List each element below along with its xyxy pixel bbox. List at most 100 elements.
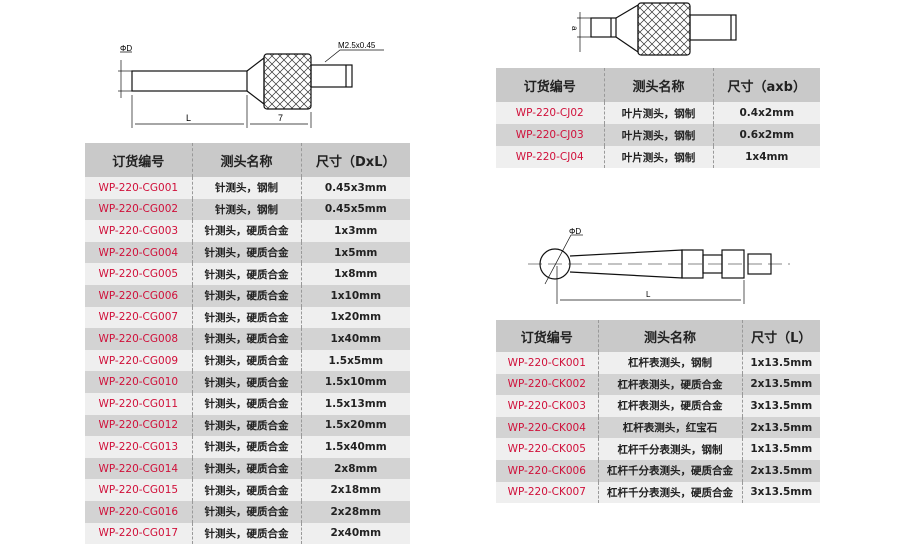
probe-name-cell: 针测头，硬质合金: [191, 306, 301, 329]
size-cell: 1x20mm: [300, 306, 410, 329]
size-cell: 1.5x13mm: [300, 392, 410, 415]
size-cell: 0.45x3mm: [300, 177, 410, 199]
probe-name-cell: 杠杆表测头，硬质合金: [597, 395, 742, 417]
probe-name-cell: 针测头，硬质合金: [191, 457, 301, 480]
size-cell: 1.5x40mm: [300, 436, 410, 458]
probe-name-cell: 针测头，硬质合金: [191, 479, 301, 501]
size-cell: 2x18mm: [300, 479, 410, 501]
size-cell: 0.6x2mm: [712, 124, 820, 146]
probe-name-cell: 杠杆千分表测头，硬质合金: [597, 459, 742, 482]
cg-dia-label: ΦD: [120, 44, 132, 53]
order-code-cell: WP-220-CG009: [85, 349, 192, 372]
order-code-cell: WP-220-CG013: [85, 436, 192, 458]
probe-name-cell: 针测头，钢制: [191, 177, 301, 199]
order-code-cell: WP-220-CG002: [85, 198, 192, 221]
size-cell: 1x40mm: [300, 328, 410, 350]
size-cell: 0.45x5mm: [300, 198, 410, 221]
size-cell: 2x40mm: [300, 522, 410, 545]
cg-thread-label: M2.5x0.45: [338, 41, 376, 50]
size-cell: 1x8mm: [300, 263, 410, 285]
probe-name-cell: 针测头，硬质合金: [191, 328, 301, 350]
probe-name-cell: 针测头，硬质合金: [191, 436, 301, 458]
order-code-cell: WP-220-CG011: [85, 392, 192, 415]
cj-dim-label: a: [570, 26, 579, 31]
probe-name-cell: 杠杆千分表测头，硬质合金: [597, 481, 742, 504]
size-cell: 2x13.5mm: [741, 459, 820, 482]
size-cell: 1x5mm: [300, 241, 410, 264]
order-code-cell: WP-220-CK005: [496, 438, 598, 460]
cj-stylus-drawing: [577, 2, 737, 56]
ck-dia-label: ΦD: [569, 227, 581, 236]
header-order-no: 订货编号: [496, 320, 598, 352]
size-cell: 3x13.5mm: [741, 481, 820, 504]
size-cell: 1x3mm: [300, 220, 410, 242]
order-code-cell: WP-220-CJ02: [496, 102, 604, 124]
probe-name-cell: 针测头，硬质合金: [191, 241, 301, 264]
order-code-cell: WP-220-CG010: [85, 371, 192, 393]
header-probe-name: 测头名称: [603, 68, 713, 102]
probe-name-cell: 针测头，硬质合金: [191, 522, 301, 545]
header-probe-name: 测头名称: [597, 320, 742, 352]
probe-name-cell: 针测头，硬质合金: [191, 284, 301, 307]
order-code-cell: WP-220-CG017: [85, 522, 192, 545]
order-code-cell: WP-220-CG014: [85, 457, 192, 480]
order-code-cell: WP-220-CK003: [496, 395, 598, 417]
probe-name-cell: 针测头，硬质合金: [191, 392, 301, 415]
probe-name-cell: 叶片测头，钢制: [603, 146, 713, 168]
order-code-cell: WP-220-CG005: [85, 263, 192, 285]
probe-name-cell: 杠杆表测头，钢制: [597, 352, 742, 374]
probe-name-cell: 杠杆表测头，红宝石: [597, 416, 742, 439]
cg-head-label: 7: [278, 113, 283, 123]
ck-stylus-drawing: [528, 234, 790, 304]
header-probe-name: 测头名称: [191, 143, 301, 177]
probe-name-cell: 针测头，钢制: [191, 198, 301, 221]
probe-name-cell: 针测头，硬质合金: [191, 263, 301, 285]
order-code-cell: WP-220-CG006: [85, 284, 192, 307]
order-code-cell: WP-220-CG003: [85, 220, 192, 242]
probe-name-cell: 针测头，硬质合金: [191, 500, 301, 523]
probe-name-cell: 针测头，硬质合金: [191, 349, 301, 372]
probe-name-cell: 杠杆千分表测头，钢制: [597, 438, 742, 460]
size-cell: 2x28mm: [300, 500, 410, 523]
size-cell: 1x4mm: [712, 146, 820, 168]
probe-name-cell: 针测头，硬质合金: [191, 220, 301, 242]
size-cell: 2x13.5mm: [741, 373, 820, 396]
probe-name-cell: 针测头，硬质合金: [191, 414, 301, 437]
size-cell: 3x13.5mm: [741, 395, 820, 417]
cg-length-label: L: [186, 113, 191, 123]
header-order-no: 订货编号: [496, 68, 604, 102]
order-code-cell: WP-220-CK006: [496, 459, 598, 482]
order-code-cell: WP-220-CK007: [496, 481, 598, 504]
probe-name-cell: 杠杆表测头，硬质合金: [597, 373, 742, 396]
order-code-cell: WP-220-CK004: [496, 416, 598, 439]
order-code-cell: WP-220-CG001: [85, 177, 192, 199]
size-cell: 0.4x2mm: [712, 102, 820, 124]
order-code-cell: WP-220-CG004: [85, 241, 192, 264]
header-size: 尺寸（L）: [741, 320, 820, 352]
size-cell: 1x13.5mm: [741, 438, 820, 460]
